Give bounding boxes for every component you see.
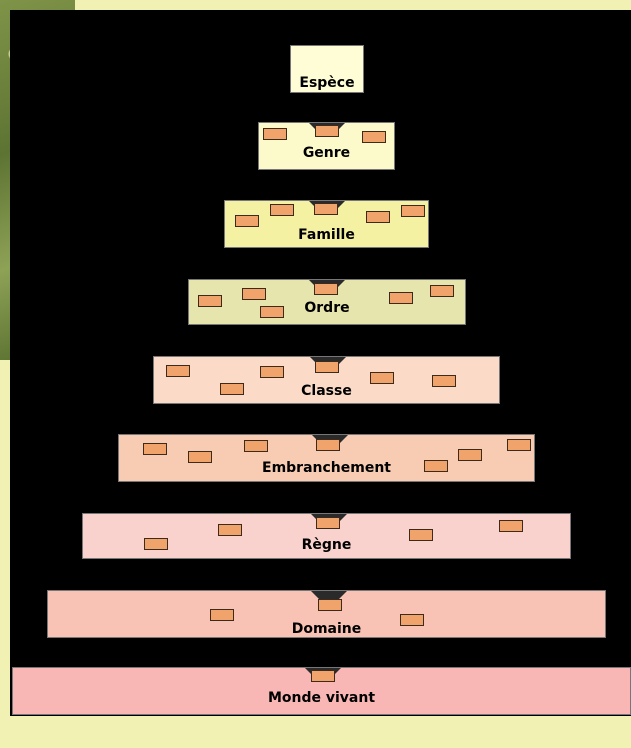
level-famille: Famille [224,200,429,248]
level-label: Embranchement [262,460,391,476]
taxon-chip [144,538,168,550]
taxon-chip [311,670,335,682]
taxon-chip [401,205,425,217]
level-ordre: Ordre [188,279,466,325]
taxon-chip [424,460,448,472]
funnel-icon [311,591,347,601]
taxon-chip [362,131,386,143]
level-domaine: Domaine [47,590,606,638]
level-genre: Genre [258,122,395,170]
taxon-chip [166,365,190,377]
taxon-chip [218,524,242,536]
taxon-chip [409,529,433,541]
taxon-chip [315,361,339,373]
taxon-chip [242,288,266,300]
taxon-chip [143,443,167,455]
taxon-chip [198,295,222,307]
level-embranchement: Embranchement [118,434,535,482]
taxon-chip [316,439,340,451]
diagram-panel: Espèce Genre Famille Ordre Classe [10,10,631,716]
taxon-chip [507,439,531,451]
level-label: Domaine [291,621,362,637]
taxon-chip [188,451,212,463]
level-label: Famille [298,227,355,243]
taxon-chip [318,599,342,611]
taxon-chip [432,375,456,387]
taxon-chip [314,203,338,215]
level-label: Espèce [299,75,355,91]
level-monde-vivant: Monde vivant [12,667,631,715]
taxon-chip [220,383,244,395]
taxon-chip [260,306,284,318]
taxon-chip [244,440,268,452]
taxon-chip [370,372,394,384]
taxon-chip [458,449,482,461]
level-label: Monde vivant [267,690,376,706]
taxon-chip [499,520,523,532]
taxon-chip [314,283,338,295]
taxon-chip [400,614,424,626]
level-espece: Espèce [290,45,364,93]
level-label: Classe [301,383,352,399]
taxon-chip [270,204,294,216]
taxon-chip [263,128,287,140]
taxon-chip [389,292,413,304]
level-label: Règne [301,537,352,553]
taxon-chip [260,366,284,378]
taxon-chip [366,211,390,223]
taxon-chip [235,215,259,227]
level-classe: Classe [153,356,500,404]
taxon-chip [316,517,340,529]
taxon-chip [210,609,234,621]
taxon-chip [315,125,339,137]
level-label: Ordre [304,300,350,316]
taxon-chip [430,285,454,297]
level-regne: Règne [82,513,571,559]
level-label: Genre [302,145,351,161]
